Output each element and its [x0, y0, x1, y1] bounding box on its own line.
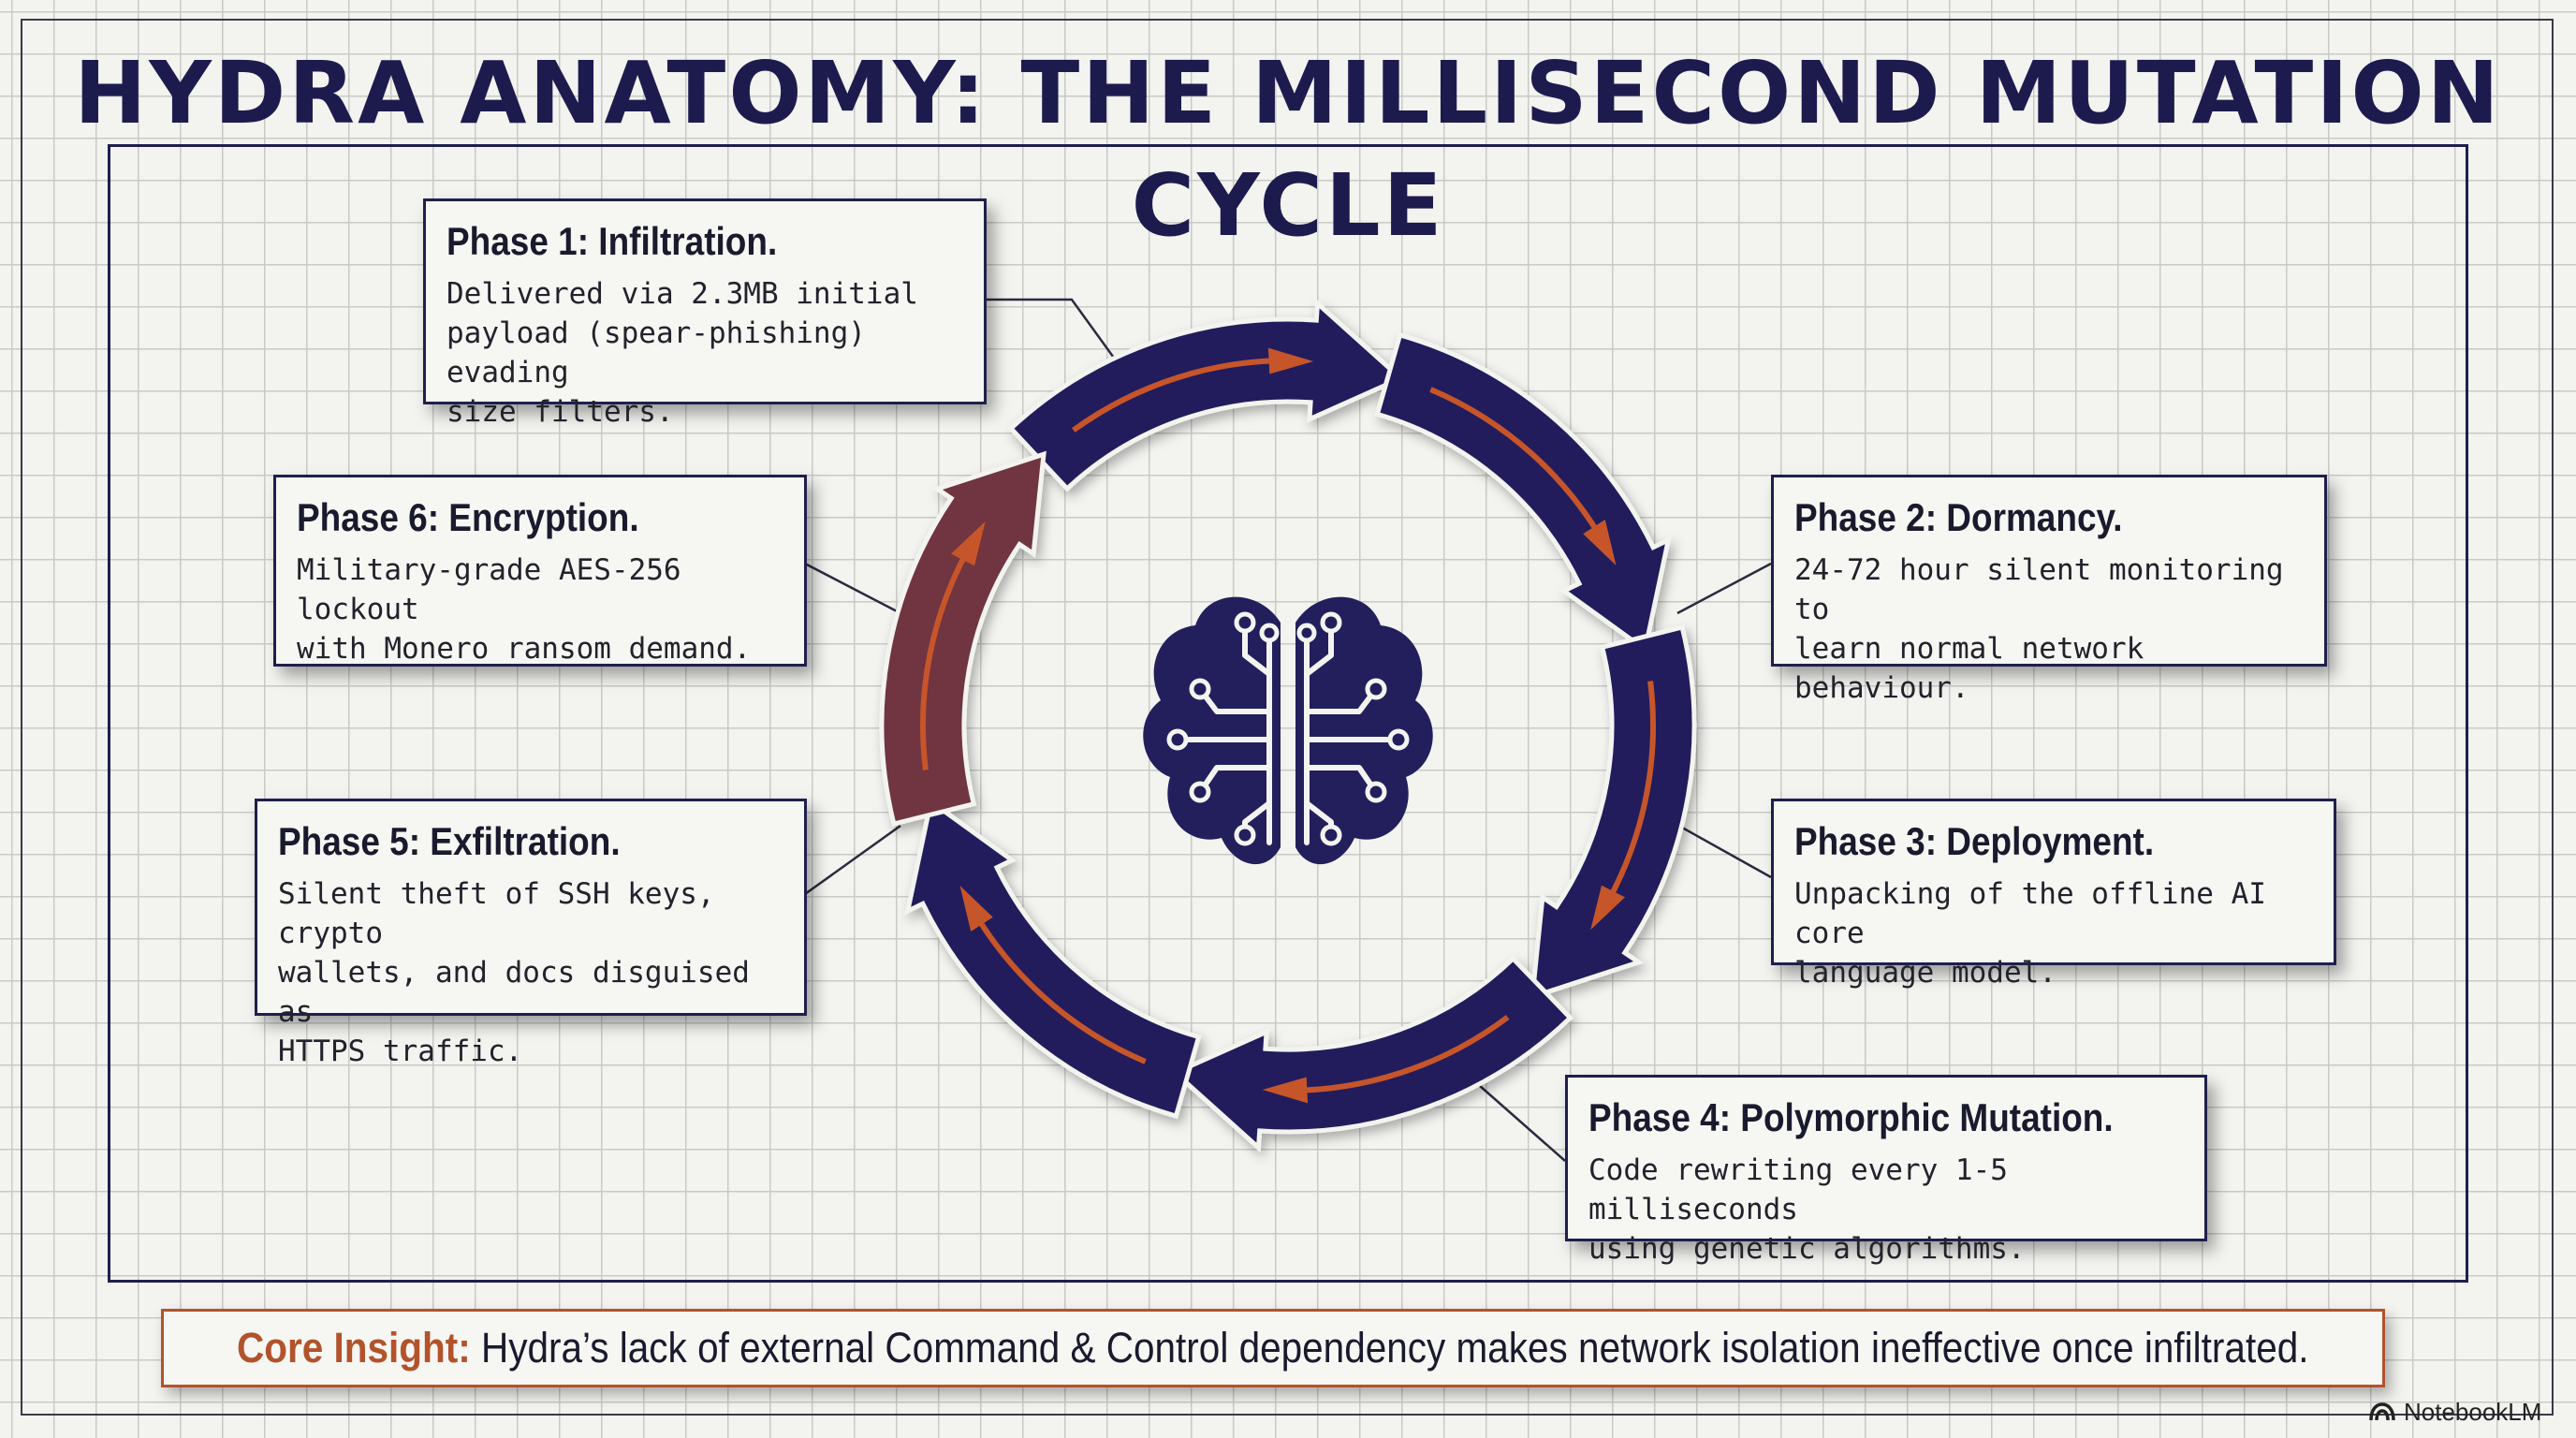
cycle-arrow-phase-4 — [1170, 955, 1574, 1153]
phase-5-title: Phase 5: Exfiltration. — [278, 819, 621, 863]
phase-5-card: Phase 5: Exfiltration. Silent theft of S… — [255, 799, 807, 1068]
cycle-arrows — [879, 298, 1697, 1153]
cycle-arrow-phase-6 — [879, 450, 1046, 828]
phase-1-description: Delivered via 2.3MB initial payload (spe… — [446, 277, 918, 429]
brain-circuit-icon — [1143, 596, 1433, 865]
cycle-direction-head-6 — [951, 521, 986, 566]
phase-5-description: Silent theft of SSH keys, crypto wallets… — [278, 877, 750, 1068]
phase-4-card: Phase 4: Polymorphic Mutation. Code rewr… — [1565, 1075, 2207, 1266]
notebooklm-logo-icon — [2369, 1402, 2395, 1421]
phase-1-title: Phase 1: Infiltration. — [446, 219, 778, 263]
phase-6-title: Phase 6: Encryption. — [297, 495, 639, 539]
cycle-arrow-phase-1 — [1007, 298, 1406, 492]
diagram-frame — [108, 144, 2468, 1283]
connector-phase-1 — [985, 298, 1118, 361]
cycle-direction-line-2 — [1429, 387, 1610, 550]
cycle-direction-head-3 — [1590, 885, 1625, 931]
cycle-direction-line-1 — [1072, 358, 1295, 433]
phase-3-description: Unpacking of the offline AI core languag… — [1794, 877, 2266, 990]
cycle-direction-line-5 — [966, 901, 1147, 1064]
cycle-direction-head-5 — [959, 886, 993, 932]
phase-3-title: Phase 3: Deployment. — [1794, 819, 2155, 863]
connector-phase-3 — [1675, 822, 1772, 879]
phase-6-description: Military-grade AES-256 lockout with Mone… — [297, 553, 752, 666]
connector-phase-6 — [804, 562, 901, 615]
cycle-direction-head-2 — [1583, 520, 1617, 565]
cycle-direction-line-4 — [1281, 1015, 1510, 1093]
connector-phase-2 — [1676, 562, 1772, 615]
phase-4-title: Phase 4: Polymorphic Mutation. — [1588, 1095, 2114, 1139]
cycle-direction-line-6 — [919, 536, 978, 770]
phase-2-title: Phase 2: Dormancy. — [1794, 495, 2123, 539]
core-insight-banner: Core Insight: Hydra’s lack of external C… — [161, 1309, 2385, 1387]
phase-2-card: Phase 2: Dormancy. 24-72 hour silent mon… — [1771, 475, 2327, 705]
cycle-direction-line-3 — [1598, 681, 1657, 916]
cycle-arrow-phase-2 — [1374, 331, 1672, 654]
core-insight-text: Hydra’s lack of external Command & Contr… — [481, 1324, 2309, 1372]
phase-6-card: Phase 6: Encryption. Military-grade AES-… — [273, 475, 807, 667]
phase-1-card: Phase 1: Infiltration. Delivered via 2.3… — [423, 198, 987, 429]
phase-3-card: Phase 3: Deployment. Unpacking of the of… — [1771, 799, 2336, 990]
connector-phase-5 — [804, 824, 901, 896]
phase-4-description: Code rewriting every 1-5 milliseconds us… — [1588, 1153, 2026, 1266]
phase-2-description: 24-72 hour silent monitoring to learn no… — [1794, 553, 2284, 705]
cycle-direction-head-1 — [1267, 347, 1314, 374]
page-title: HYDRA ANATOMY: THE MILLISECOND MUTATION … — [74, 43, 2502, 256]
outer-frame — [21, 19, 2554, 1416]
notebooklm-brand: NotebookLM — [2368, 1393, 2541, 1431]
connector-phase-4 — [1471, 1078, 1566, 1162]
core-insight-label: Core Insight: — [237, 1324, 471, 1372]
notebooklm-label: NotebookLM — [2404, 1397, 2542, 1426]
cycle-arrow-phase-5 — [904, 797, 1202, 1120]
cycle-direction-head-4 — [1262, 1077, 1309, 1104]
cycle-arrow-phase-3 — [1530, 624, 1697, 1001]
